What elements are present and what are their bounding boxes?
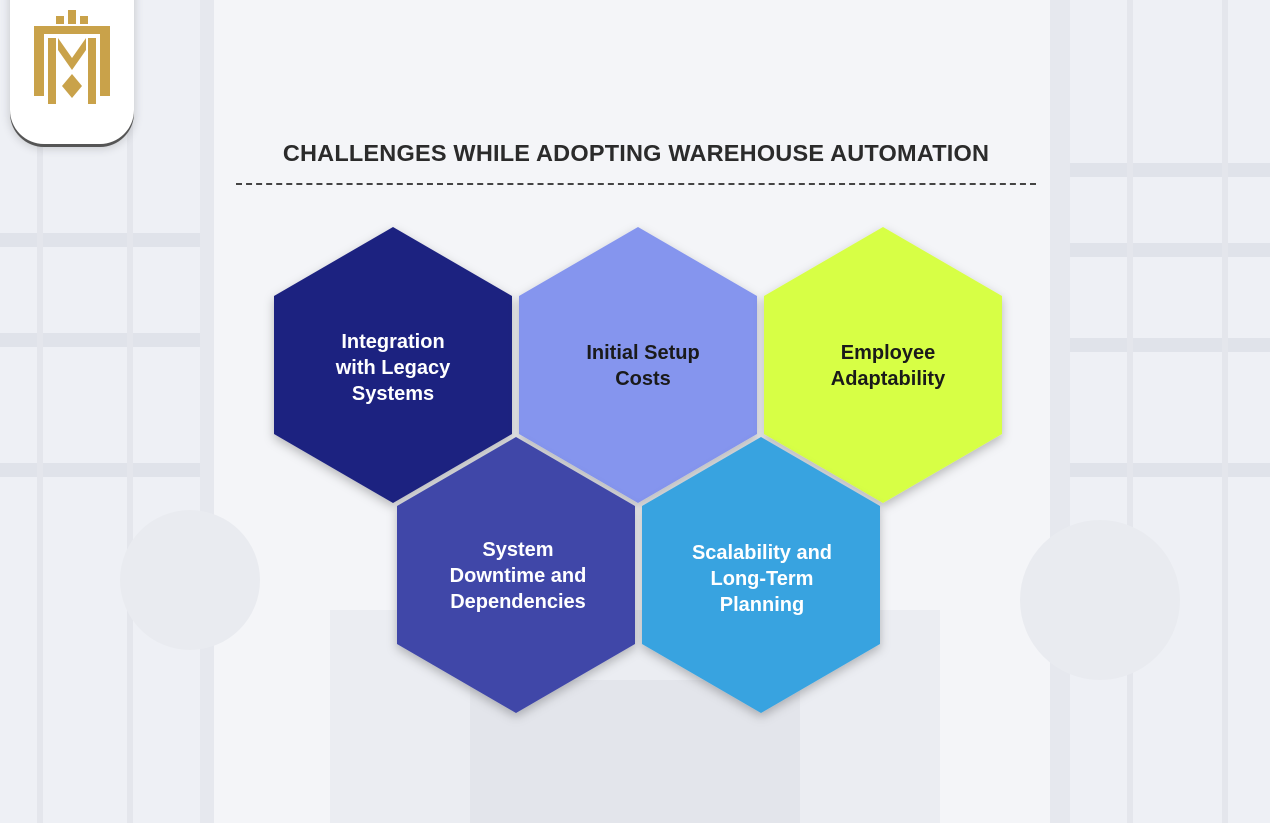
hex-employee[interactable] — [764, 227, 1002, 503]
hex-downtime-line-3: Dependencies — [450, 591, 586, 613]
hex-integration-line-2: with Legacy — [335, 357, 451, 379]
hex-scalability-line-1: Scalability and — [691, 542, 833, 564]
hex-employee-line-1: Employee — [840, 342, 936, 364]
hex-scalability-line-3: Planning — [719, 594, 805, 616]
hex-integration-line-3: Systems — [351, 383, 435, 405]
hex-integration-label: Integration with Legacy Systems — [283, 329, 503, 407]
hex-setup-costs-line-2: Costs — [615, 368, 671, 390]
hex-scalability[interactable] — [642, 437, 880, 713]
hex-integration[interactable] — [274, 227, 512, 503]
brand-logo[interactable] — [10, 0, 134, 144]
crown-shield-logo-icon — [34, 10, 110, 104]
hex-downtime-label: System Downtime and Dependencies — [408, 537, 628, 615]
page-title: CHALLENGES WHILE ADOPTING WAREHOUSE AUTO… — [282, 140, 990, 166]
title-divider — [236, 183, 1036, 185]
hex-setup-costs-line-1: Initial Setup — [586, 342, 700, 364]
hex-downtime-line-1: System — [482, 539, 554, 561]
hex-employee-label: Employee Adaptability — [778, 340, 998, 392]
hex-scalability-line-2: Long-Term — [710, 568, 814, 590]
hex-downtime[interactable] — [397, 437, 635, 713]
hex-employee-line-2: Adaptability — [830, 368, 946, 390]
hex-integration-line-1: Integration — [341, 331, 445, 353]
hex-setup-costs[interactable] — [519, 227, 757, 503]
hex-downtime-line-2: Downtime and — [449, 565, 587, 587]
hex-scalability-label: Scalability and Long-Term Planning — [652, 540, 872, 618]
hex-setup-costs-label: Initial Setup Costs — [533, 340, 753, 392]
